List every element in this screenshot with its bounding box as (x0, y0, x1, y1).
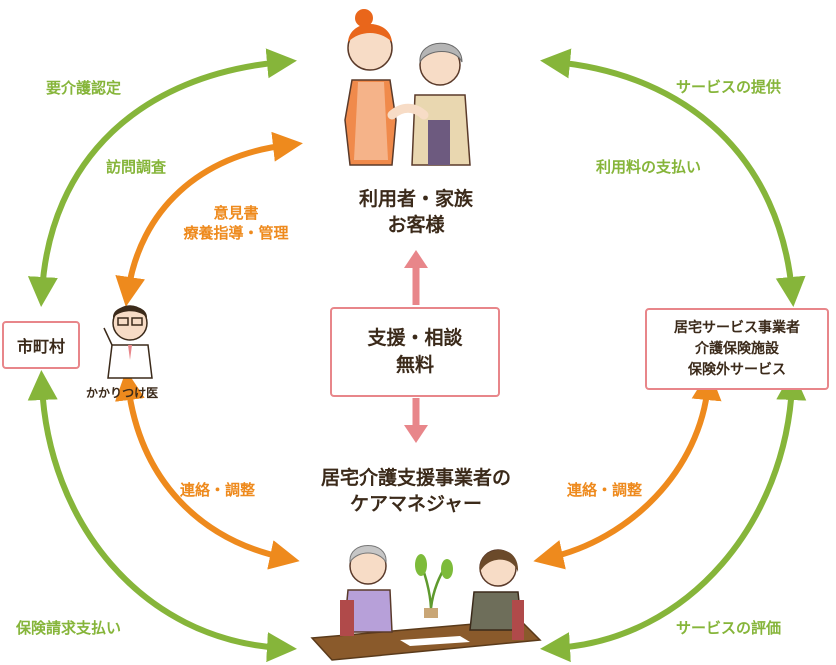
support-consultation-box: 支援・相談 無料 (330, 307, 500, 397)
label-service-evaluation: サービスの評価 (676, 619, 782, 637)
arrow-coordination-left (115, 370, 300, 570)
care-manager-line-1: 居宅介護支援事業者の (320, 467, 511, 489)
label-opinion: 意見書 (213, 204, 259, 222)
arrow-support-down-head (404, 425, 428, 443)
support-consultation-line-1: 支援・相談 (367, 327, 463, 350)
user-family-line-1: 利用者・家族 (358, 188, 473, 210)
arrow-doctor-opinion (115, 131, 303, 307)
label-insurance-claim: 保険請求支払い (16, 619, 122, 637)
label-coordination-right: 連絡・調整 (567, 481, 643, 499)
municipality-label: 市町村 (16, 337, 65, 356)
label-fee-payment: 利用料の支払い (596, 158, 702, 176)
providers-line-2: 介護保険施設 (695, 340, 779, 357)
arrow-service-provision (540, 48, 806, 307)
arrow-insurance-claim (27, 370, 297, 663)
user-family-illustration (344, 9, 471, 166)
arrow-support-up-head (404, 250, 428, 268)
arrow-coordination-right (533, 370, 722, 570)
care-manager-line-2: ケアマネジャー (349, 492, 483, 515)
label-coordination-left: 連絡・調整 (180, 481, 256, 499)
arrow-service-evaluation (540, 370, 807, 663)
doctor-illustration (103, 305, 153, 379)
doctor-label: かかりつけ医 (86, 386, 159, 400)
arrow-care-certification (27, 48, 297, 307)
label-care-certification: 要介護認定 (46, 79, 122, 97)
label-service-provision: サービスの提供 (676, 78, 782, 96)
user-family-heading: 利用者・家族 お客様 (336, 187, 496, 238)
municipality-box: 市町村 (2, 321, 80, 369)
care-manager-heading: 居宅介護支援事業者の ケアマネジャー (300, 466, 532, 517)
support-consultation-line-2: 無料 (395, 354, 434, 376)
care-manager-illustration (310, 545, 542, 661)
providers-line-3: 保険外サービス (688, 361, 786, 378)
label-medical-guidance: 療養指導・管理 (183, 224, 289, 243)
providers-line-1: 居宅サービス事業者 (674, 319, 800, 336)
user-family-line-2: お客様 (387, 213, 445, 236)
label-home-visit-survey: 訪問調査 (106, 158, 167, 176)
label-opinion-group: 意見書 療養指導・管理 (166, 203, 306, 244)
service-providers-box: 居宅サービス事業者 介護保険施設 保険外サービス (645, 308, 829, 390)
